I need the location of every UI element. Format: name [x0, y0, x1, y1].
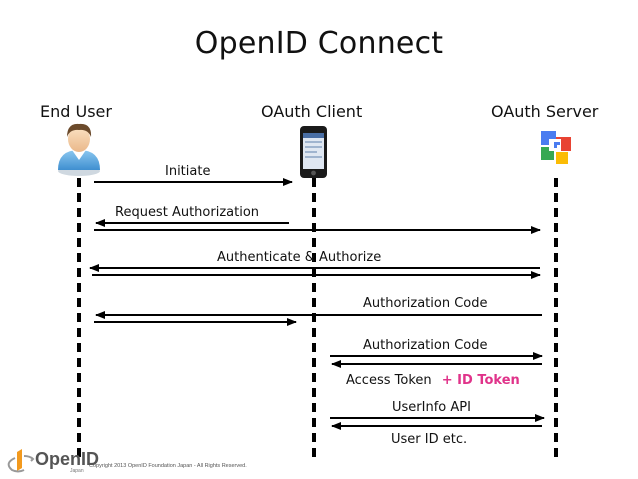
footer-logo-text: OpenID — [35, 449, 100, 469]
svg-text:Access Token + ID Token: Access Token + ID Token — [346, 373, 520, 388]
openid-logo-icon — [7, 449, 35, 473]
user-avatar-icon — [58, 123, 100, 176]
message-label-initiate: Initiate — [165, 164, 210, 179]
actor-end-user-label: End User — [40, 102, 112, 121]
message-label-id-token-highlight: + ID Token — [442, 373, 520, 388]
footer-logo-sub: Japan — [70, 468, 84, 474]
message-label-access-token: Access Token — [346, 373, 432, 388]
google-logo-icon — [541, 131, 571, 164]
message-label-userinfo-api: UserInfo API — [392, 400, 471, 415]
page-title: OpenID Connect — [194, 26, 444, 61]
actor-oauth-server-label: OAuth Server — [491, 102, 599, 121]
message-label-authorization-code-1: Authorization Code — [363, 296, 487, 311]
footer-copyright: Copyright 2013 OpenID Foundation Japan -… — [89, 463, 247, 469]
message-label-authorization-code-2: Authorization Code — [363, 338, 487, 353]
smartphone-icon — [300, 126, 327, 178]
actor-oauth-client-label: OAuth Client — [261, 102, 363, 121]
message-label-request-authorization: Request Authorization — [115, 205, 259, 220]
message-label-authenticate-authorize: Authenticate & Authorize — [217, 250, 381, 265]
message-label-user-id: User ID etc. — [391, 432, 467, 447]
